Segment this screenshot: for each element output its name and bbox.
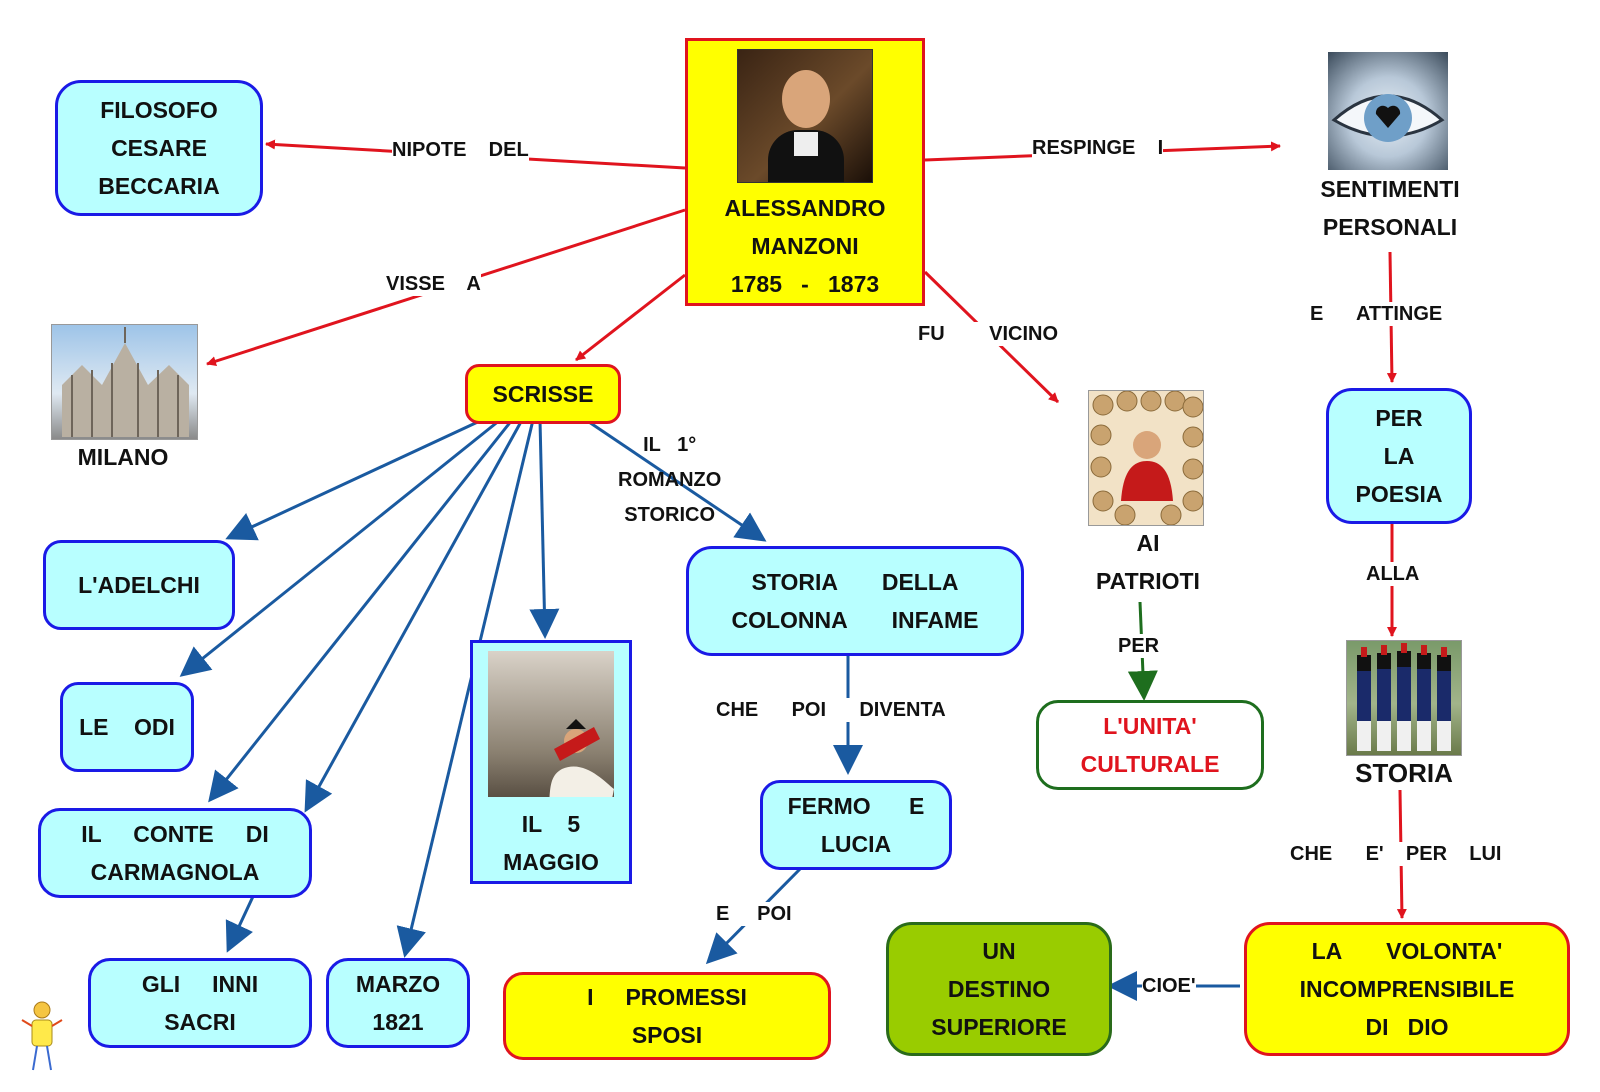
manzoni-name-2: MANZONI <box>751 233 859 259</box>
label-respinge: RESPINGE I <box>1032 136 1164 160</box>
conte-node[interactable]: IL CONTE DI CARMAGNOLA <box>38 808 312 898</box>
link-romanzo <box>585 418 767 542</box>
label-nipote: NIPOTE DEL <box>392 138 529 162</box>
maggio-node[interactable]: IL 5 MAGGIO <box>470 640 632 884</box>
eye-icon <box>1328 52 1448 170</box>
unita-culturale-node[interactable]: L'UNITA' CULTURALE <box>1036 700 1264 790</box>
label-fu-vicino: FU VICINO <box>918 322 1059 346</box>
maggio-label: IL 5 MAGGIO <box>503 811 599 875</box>
beccaria-node[interactable]: FILOSOFO CESARE BECCARIA <box>55 80 263 216</box>
link-maggio <box>529 419 560 639</box>
label-cioe: CIOE' <box>1142 974 1196 998</box>
napoleon-icon <box>488 651 614 797</box>
poesia-node[interactable]: PER LA POESIA <box>1326 388 1472 524</box>
promessi-sposi-node[interactable]: I PROMESSI SPOSI <box>503 972 831 1060</box>
label-alla: ALLA <box>1366 562 1420 586</box>
label-romanzo: IL 1° ROMANZO STORICO <box>618 434 722 526</box>
label-e-poi: E POI <box>716 902 792 926</box>
portrait-icon <box>737 49 873 183</box>
manzoni-years: 1785 - 1873 <box>730 271 880 297</box>
label-che-e: CHE E' PER LUI <box>1290 842 1502 866</box>
marzo-node[interactable]: MARZO 1821 <box>326 958 470 1048</box>
manzoni-node[interactable]: ALESSANDRO MANZONI 1785 - 1873 <box>685 38 925 306</box>
patriots-icon <box>1088 390 1204 526</box>
link-inni <box>304 419 524 813</box>
inni-node[interactable]: GLI INNI SACRI <box>88 958 312 1048</box>
storia-colonna-node[interactable]: STORIA DELLA COLONNA INFAME <box>686 546 1024 656</box>
link-adelchi <box>225 418 483 541</box>
link-marzo <box>396 419 535 958</box>
odi-node[interactable]: LE ODI <box>60 682 194 772</box>
scrisse-node[interactable]: SCRISSE <box>465 364 621 424</box>
link-conte <box>208 419 514 803</box>
volonta-node[interactable]: LA VOLONTA' INCOMPRENSIBILE DI DIO <box>1244 922 1570 1056</box>
manzoni-name-1: ALESSANDRO <box>724 195 886 221</box>
fermo-lucia-node[interactable]: FERMO E LUCIA <box>760 780 952 870</box>
adelchi-node[interactable]: L'ADELCHI <box>43 540 235 630</box>
label-visse: VISSE A <box>386 272 481 296</box>
storia-label: STORIA <box>1355 758 1453 788</box>
milan-cathedral-icon <box>51 324 198 440</box>
label-diventa: CHE POI DIVENTA <box>716 698 946 722</box>
patrioti-label: AI PATRIOTI <box>1096 530 1200 594</box>
mascot-icon <box>20 1000 64 1076</box>
link-odi <box>179 418 501 677</box>
soldiers-icon <box>1346 640 1462 756</box>
destino-node[interactable]: UN DESTINO SUPERIORE <box>886 922 1112 1056</box>
label-attinge: E ATTINGE <box>1310 302 1443 326</box>
label-per: PER <box>1118 634 1160 658</box>
sentimenti-label: SENTIMENTI PERSONALI <box>1320 176 1460 240</box>
milano-label: MILANO <box>77 444 169 470</box>
link-scrisse <box>575 273 686 362</box>
link-inni-2 <box>225 889 258 953</box>
